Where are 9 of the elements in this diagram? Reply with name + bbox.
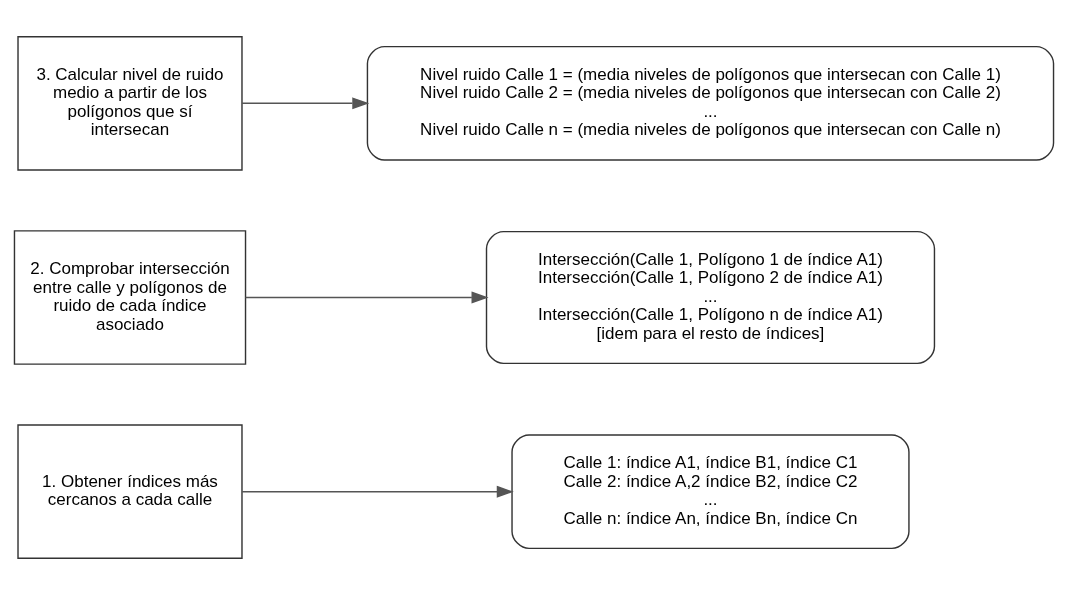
node-box: Nivel ruido Calle 1 = (media niveles de polígonos que intersecan con Calle 1) Nivel ruido Calle 2 = (media niveles de polígonos que intersecan con Calle 2) ... Nivel ruido Calle n = (media niveles de polígonos que intersecan con Calle n) [366, 45, 1055, 161]
node-box: 1. Obtener índices más cercanos a cada calle [17, 424, 243, 560]
node-box: Calle 1: índice A1, índice B1, índice C1 Calle 2: índice A,2 índice B2, índice C2 ... Calle n: índice An, índice Bn, índice Cn [511, 434, 910, 550]
node-box: Intersección(Calle 1, Polígono 1 de índice A1) Intersección(Calle 1, Polígono 2 de índice A1) ... Intersección(Calle 1, Polígono n de índice A1) [idem para el resto de índices] [485, 230, 936, 365]
arrow [244, 291, 489, 304]
arrow [241, 485, 514, 498]
node-box: 3. Calcular nivel de ruido medio a partir de los polígonos que sí intersecan [17, 35, 243, 171]
arrow [241, 97, 370, 110]
node-box: 2. Comprobar intersección entre calle y polígonos de ruido de cada índice asociado [13, 230, 247, 365]
